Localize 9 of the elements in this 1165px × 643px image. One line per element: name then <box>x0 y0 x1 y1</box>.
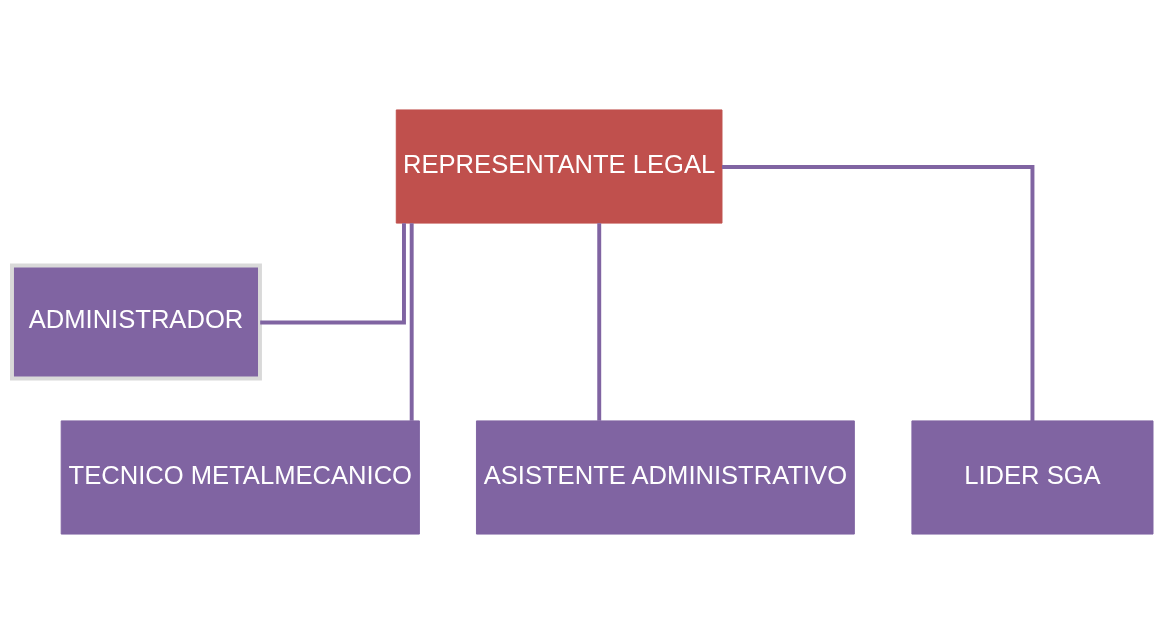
node-box: ADMINISTRADOR <box>10 262 262 381</box>
connector <box>722 164 1035 421</box>
node-box: ASISTENTE ADMINISTRATIVO <box>476 419 855 535</box>
connector <box>597 222 602 421</box>
connector <box>260 222 406 324</box>
node-box: TECNICO METALMECANICO <box>60 419 420 535</box>
node-box: REPRESENTANTE LEGAL <box>395 108 723 224</box>
node-box: LIDER SGA <box>911 419 1154 535</box>
connector <box>409 222 414 421</box>
